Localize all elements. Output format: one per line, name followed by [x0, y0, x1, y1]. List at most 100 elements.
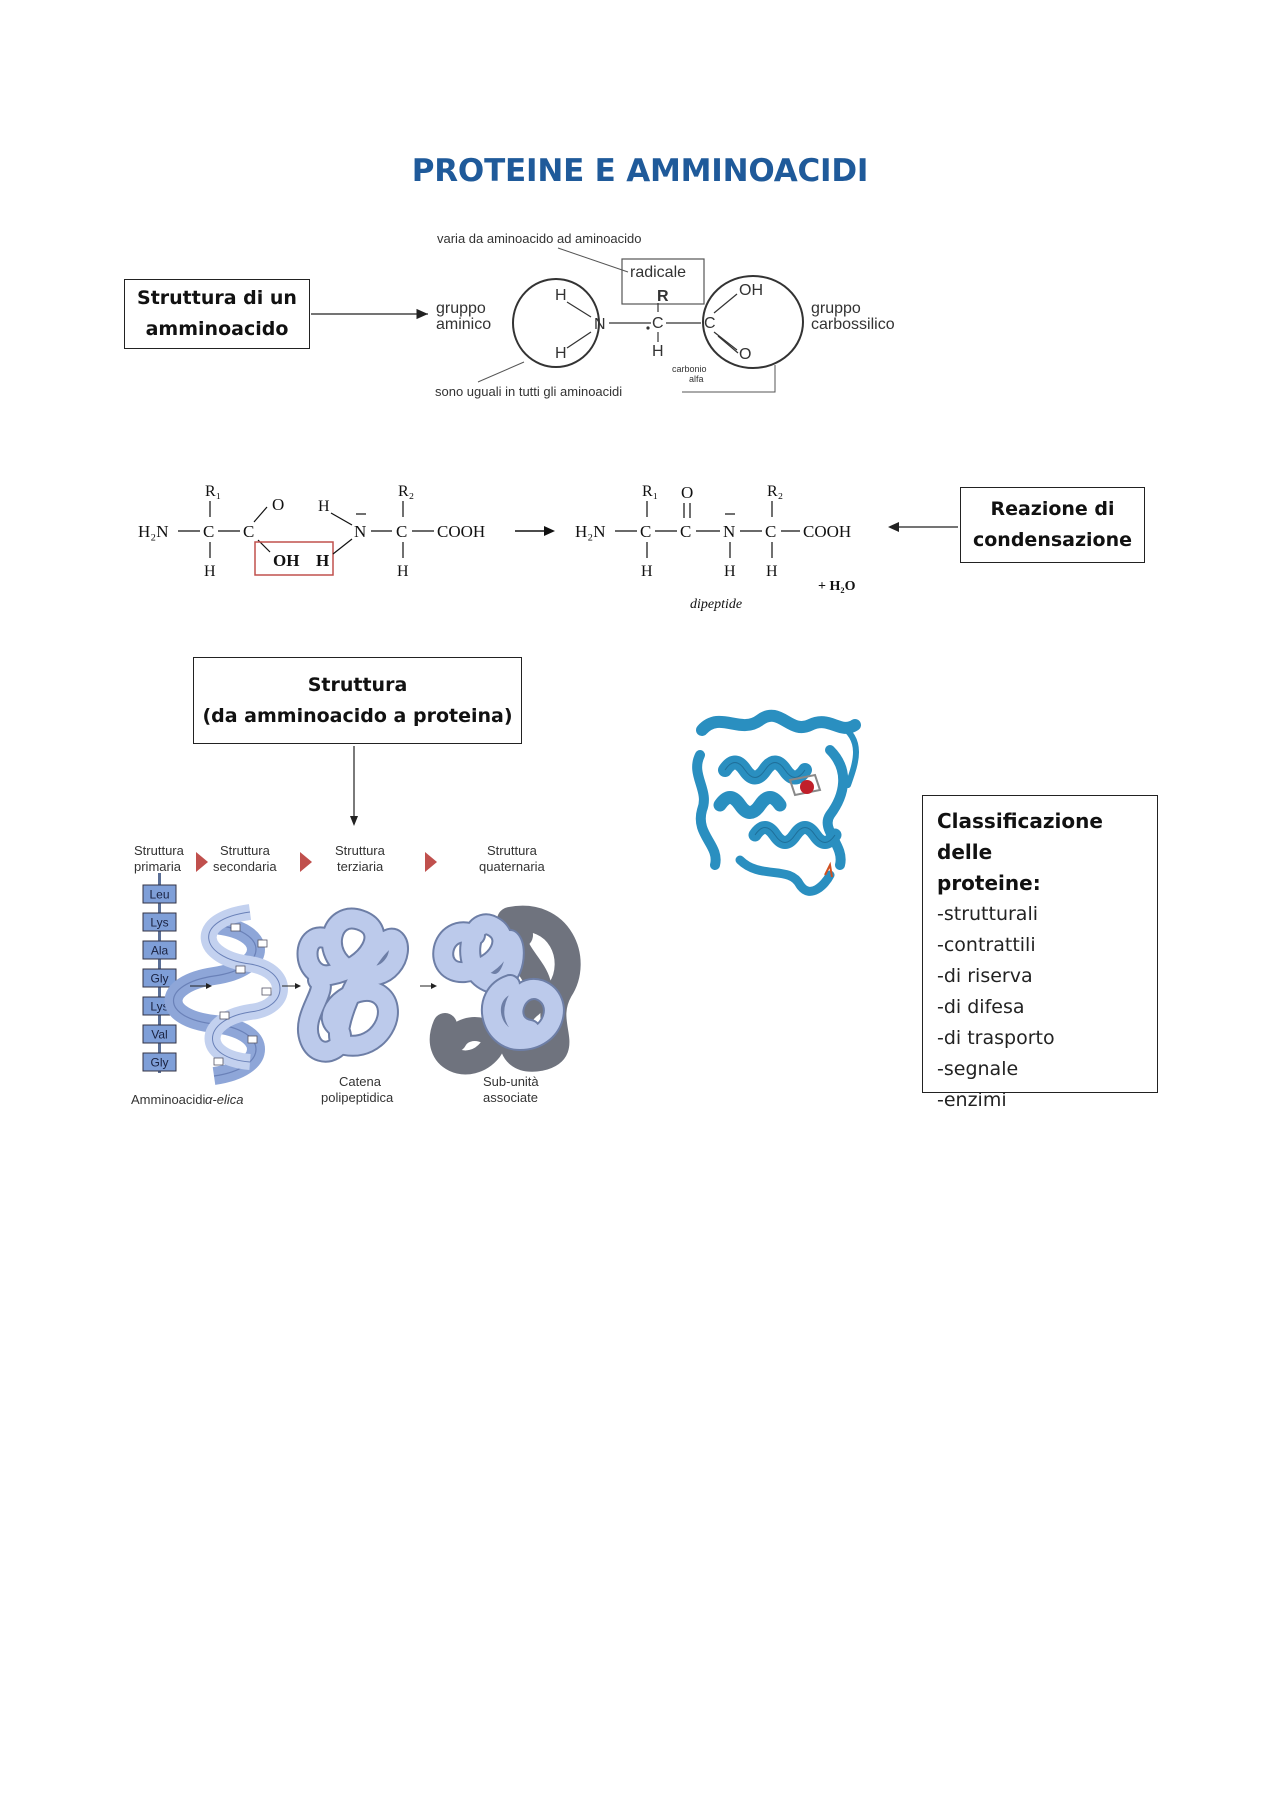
top-note: varia da aminoacido ad aminoacido [437, 231, 642, 246]
amino-acid-label: Gly [151, 972, 169, 986]
carbonio-alfa-1: carbonio [672, 364, 707, 374]
h-right-box: H [316, 551, 329, 570]
bottom-note: sono uguali in tutti gli aminoacidi [435, 384, 622, 399]
caption-primary: Amminoacidi [131, 1092, 206, 1107]
caption-quaternary-2: associate [483, 1090, 538, 1105]
radicale-label: radicale [630, 264, 686, 281]
gruppo-amminico-1: gruppo [436, 300, 486, 317]
classification-item: -di difesa [937, 996, 1025, 1018]
atom-h-alpha: H [652, 343, 664, 360]
cooh-right: COOH [803, 522, 851, 541]
amino-acid-label: Lys [150, 1000, 168, 1014]
caption-tertiary-2: polipeptidica [321, 1090, 394, 1105]
stage-arrow-2 [300, 852, 312, 872]
water-removal-box [254, 541, 334, 576]
h-left-bottom: H [204, 563, 216, 580]
atom-oh: OH [739, 282, 763, 299]
classification-list: -strutturali -contrattili -di riserva -d… [937, 899, 1143, 1116]
classification-title-line2: proteine: [937, 871, 1041, 895]
stage-secondary-1: Struttura [220, 843, 271, 858]
amino-acid-label: Gly [151, 1056, 169, 1070]
gruppo-amminico-2: aminico [436, 316, 491, 333]
heme-iron [800, 780, 814, 794]
condensation-reaction: R₁ H₂N C C H O OH H H N C R₂ H COOH H₂N … [138, 483, 958, 612]
carbonio-alfa-2: alfa [689, 374, 704, 384]
h-right-3: H [766, 563, 778, 580]
amino-acid-label: Ala [151, 944, 169, 958]
h2n-right: H₂N [575, 522, 605, 541]
c3-right: C [765, 522, 776, 541]
protein-structure-box: Struttura (da amminoacido a proteina) [193, 657, 522, 744]
stage-tertiary-1: Struttura [335, 843, 386, 858]
classification-item: -segnale [937, 1058, 1019, 1080]
gruppo-carbossilico-2: carbossilico [811, 316, 895, 333]
amino-acid-diagram: varia da aminoacido ad aminoacido radica… [311, 231, 895, 399]
classification-item: -enzimi [937, 1089, 1007, 1111]
structure-box-line2: (da amminoacido a proteina) [202, 704, 513, 727]
r1-right: R₁ [642, 483, 658, 500]
amino-acid-box [142, 1024, 177, 1044]
condensation-reaction-box: Reazione di condensazione [960, 487, 1145, 563]
heme-group [788, 773, 822, 797]
cooh-left: COOH [437, 522, 485, 541]
h-m2-bottom: H [397, 563, 409, 580]
stage-quaternary-1: Struttura [487, 843, 538, 858]
c1-right: C [640, 522, 651, 541]
c1-left: C [203, 522, 214, 541]
caption-helix: α-elica [205, 1092, 243, 1107]
classification-title-line1: Classificazione delle [937, 809, 1103, 864]
caption-quaternary-1: Sub-unità [483, 1074, 539, 1089]
stage-arrow-1 [196, 852, 208, 872]
stage-quaternary-2: quaternaria [479, 859, 546, 874]
page-title: PROTEINE E AMMINOACIDI [411, 153, 869, 189]
amino-acid-label: Val [151, 1028, 167, 1042]
classification-item: -strutturali [937, 903, 1039, 925]
atom-r: R [657, 288, 669, 305]
o-left: O [272, 495, 284, 514]
structure-box-line1: Struttura [307, 673, 408, 696]
stage-tertiary-2: terziaria [337, 859, 384, 874]
atom-h-top: H [555, 287, 567, 304]
carboxyl-group-ellipse [702, 275, 804, 369]
h-right-n: H [724, 563, 736, 580]
r2-right: R₂ [767, 483, 783, 500]
amino-acid-box-line2: amminoacido [145, 318, 289, 340]
tertiary-structure [296, 907, 409, 1063]
atom-o: O [739, 346, 751, 363]
atom-c-carboxyl: C [704, 315, 716, 332]
water-product: + H₂O [818, 579, 856, 594]
amino-acid-box [142, 912, 177, 932]
amino-acid-box [142, 968, 177, 988]
alpha-helix [164, 904, 288, 1085]
dipeptide-label: dipeptide [690, 597, 742, 612]
classification-item: -di riserva [937, 965, 1033, 987]
r1-left: R₁ [205, 483, 221, 500]
c-m2: C [396, 522, 407, 541]
h2n-left: H₂N [138, 522, 168, 541]
r2-left: R₂ [398, 483, 414, 500]
amino-acid-box [142, 1052, 177, 1072]
h-right-1: H [641, 563, 653, 580]
oh-left: OH [273, 551, 299, 570]
c2-left: C [243, 522, 254, 541]
atom-h-bottom: H [555, 345, 567, 362]
classification-item: -contrattili [937, 934, 1036, 956]
o-right: O [681, 483, 693, 502]
stage-primary-1: Struttura [134, 843, 185, 858]
amino-acid-box [142, 940, 177, 960]
amino-acid-box [142, 884, 177, 904]
reaction-box-line2: condensazione [972, 529, 1133, 551]
stage-secondary-2: secondaria [213, 859, 277, 874]
atom-n: N [594, 316, 606, 333]
amino-acid-structure-box: Struttura di un amminoacido [124, 279, 310, 349]
gruppo-carbossilico-1: gruppo [811, 300, 861, 317]
amino-acid-label: Lys [150, 916, 168, 930]
stage-primary-2: primaria [134, 859, 182, 874]
caption-tertiary-1: Catena [339, 1074, 382, 1089]
amino-acid-box-line1: Struttura di un [137, 287, 297, 309]
n-m2: N [354, 522, 366, 541]
n-right: N [723, 522, 735, 541]
amino-group-ellipse [512, 278, 600, 368]
amino-acid-label: Leu [149, 888, 169, 902]
